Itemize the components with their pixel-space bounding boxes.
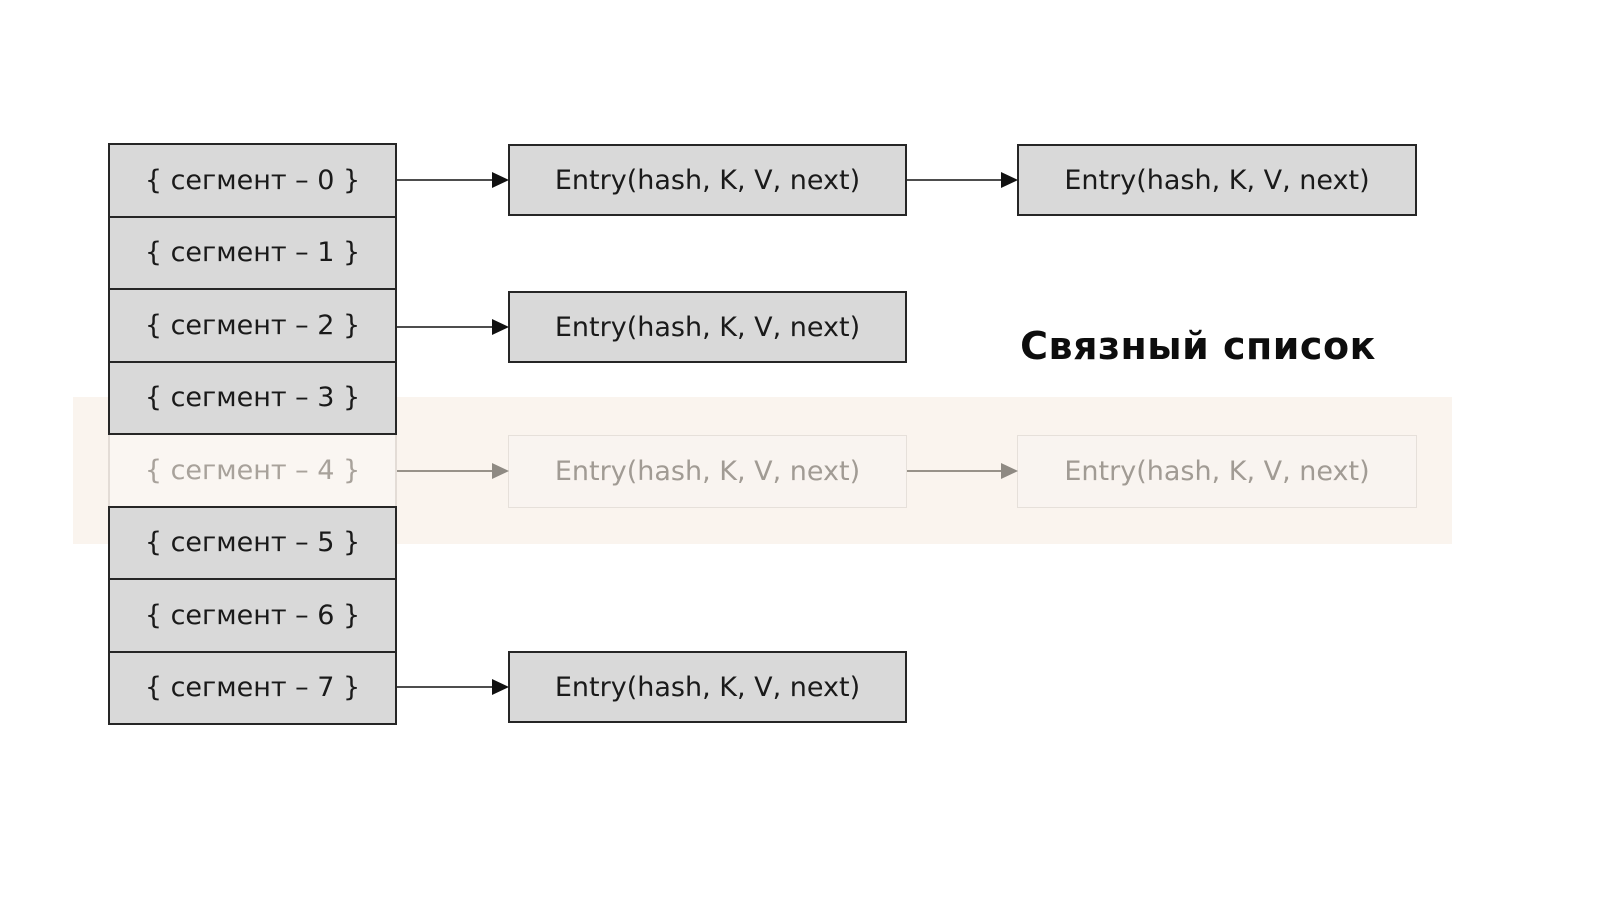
segment-box-2: { сегмент – 2 } [108,288,397,363]
entry-box-seg0-2: Entry(hash, K, V, next) [1017,144,1417,216]
arrow-right-icon [1001,463,1018,479]
segment-box-0: { сегмент – 0 } [108,143,397,218]
arrow-connector-faded [397,461,509,481]
arrow-connector [397,170,509,190]
entry-box-seg2-1: Entry(hash, K, V, next) [508,291,907,363]
entry-box-seg4-1-faded: Entry(hash, K, V, next) [508,435,907,508]
arrow-right-icon [492,172,509,188]
segment-box-5: { сегмент – 5 } [108,505,397,580]
arrow-shaft [397,470,495,472]
linked-list-title: Связный список [1020,324,1376,368]
segment-box-1: { сегмент – 1 } [108,215,397,290]
entry-box-seg0-1: Entry(hash, K, V, next) [508,144,907,216]
arrow-right-icon [492,319,509,335]
arrow-shaft [907,179,1004,181]
arrow-connector-faded [907,461,1018,481]
arrow-right-icon [492,679,509,695]
arrow-connector [907,170,1018,190]
arrow-shaft [397,179,495,181]
arrow-connector [397,317,509,337]
segment-box-7: { сегмент – 7 } [108,650,397,725]
arrow-connector [397,677,509,697]
segment-box-4-faded: { сегмент – 4 } [108,433,397,508]
arrow-shaft [397,326,495,328]
segment-box-3: { сегмент – 3 } [108,360,397,435]
arrow-right-icon [492,463,509,479]
arrow-right-icon [1001,172,1018,188]
arrow-shaft [397,686,495,688]
entry-box-seg7-1: Entry(hash, K, V, next) [508,651,907,723]
segment-box-6: { сегмент – 6 } [108,578,397,653]
entry-box-seg4-2-faded: Entry(hash, K, V, next) [1017,435,1417,508]
arrow-shaft [907,470,1004,472]
